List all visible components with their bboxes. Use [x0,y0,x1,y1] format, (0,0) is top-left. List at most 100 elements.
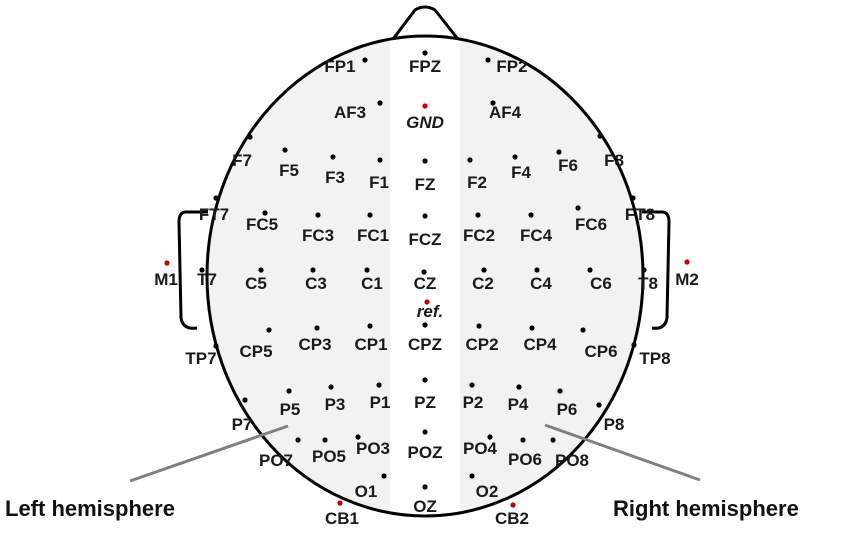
electrode-dot [534,267,540,273]
electrode-dot [597,133,603,139]
electrode-label: CB1 [325,509,359,528]
electrode-dot [467,157,473,163]
electrode-dot [362,57,368,63]
electrode-label: PO3 [356,439,390,458]
electrode-fp2: FP2 [485,57,528,76]
electrode-dot [529,325,535,331]
electrode-dot [367,212,373,218]
electrode-dot [476,323,482,329]
electrode-label: CPZ [408,335,442,354]
electrode-f2: F2 [467,157,487,192]
electrode-dot [422,50,428,56]
electrode-fc5: FC5 [246,210,278,234]
electrode-dot [337,500,343,506]
electrode-dot [421,269,427,275]
electrode-af4: AF4 [489,100,522,122]
electrode-label: POZ [408,443,443,462]
left-ear [177,210,208,330]
electrode-dot [469,382,475,388]
electrode-label: P6 [557,400,578,419]
electrode-dot [314,325,320,331]
electrode-cp2: CP2 [465,323,499,354]
electrode-label: CZ [414,274,437,293]
electrode-label: P8 [604,415,625,434]
electrode-dot [247,134,253,140]
electrode-f3: F3 [325,154,345,187]
electrode-fpz: FPZ [409,50,441,76]
electrode-dot [367,323,373,329]
electrode-fp1: FP1 [324,57,368,76]
electrode-c2: C2 [472,267,494,293]
left-hemisphere-pointer [129,424,289,483]
electrode-cz: CZ [414,269,437,293]
electrode-dot [556,149,562,155]
electrode-dot [485,57,491,63]
electrode-tp7: TP7 [185,343,219,368]
electrode-dot [376,382,382,388]
electrode-f6: F6 [556,149,578,175]
electrode-c6: C6 [587,267,612,293]
electrode-dot [512,154,518,160]
electrode-label: F1 [369,173,389,192]
electrode-label: CP2 [465,335,498,354]
electrode-label: T7 [197,270,217,289]
electrode-cp6: CP6 [580,327,618,361]
electrode-t8: T8 [638,267,658,293]
electrode-label: AF4 [489,103,522,122]
electrode-poz: POZ [408,429,443,462]
electrode-label: FC2 [463,226,495,245]
electrode-t7: T7 [197,267,217,289]
electrode-dot [510,502,516,508]
electrode-label: CP5 [239,342,272,361]
electrode-label: C1 [361,274,383,293]
electrode-dot [266,327,272,333]
electrode-dot [258,267,264,273]
electrode-label: PZ [414,393,436,412]
electrode-p8: P8 [596,402,624,434]
electrode-dot [641,267,647,273]
electrode-dot [550,437,556,443]
electrode-fc2: FC2 [463,212,495,245]
electrode-dot [310,267,316,273]
electrode-cp3: CP3 [298,325,332,354]
electrode-label: FPZ [409,57,441,76]
electrode-p5: P5 [280,388,300,419]
electrode-cp1: CP1 [354,323,388,354]
electrode-dot [422,429,428,435]
electrode-label: O2 [476,482,499,501]
electrode-po7: PO7 [259,437,301,470]
electrode-po3: PO3 [355,434,390,458]
electrode-f7: F7 [232,134,253,170]
right-hemisphere-label: Right hemisphere [613,496,799,521]
electrode-label: T8 [638,274,658,293]
electrode-label: CP1 [354,335,387,354]
electrode-f5: F5 [279,147,299,180]
electrode-po5: PO5 [312,437,346,466]
electrode-label: M1 [154,270,178,289]
electrode-label: FC6 [575,215,607,234]
electrode-label: PO8 [555,451,589,470]
electrode-ft8: FT8 [625,195,655,224]
electrode-m1: M1 [154,260,178,289]
electrode-label: FP1 [324,57,355,76]
electrode-label: C3 [305,274,327,293]
electrode-label: PO5 [312,447,346,466]
electrode-dot [490,100,496,106]
electrode-label: PO4 [463,439,498,458]
electrode-dot [199,267,205,273]
nose [388,5,463,44]
electrode-label: FC3 [302,226,334,245]
electrode-label: CB2 [495,509,529,528]
left-hemisphere-label: Left hemisphere [5,496,175,521]
electrode-label: C4 [530,274,552,293]
electrode-dot [422,377,428,383]
electrode-dot [381,473,387,479]
electrode-label: P2 [463,393,484,412]
electrode-label: FZ [415,175,436,194]
electrode-fcz: FCZ [408,213,442,249]
electrode-label: FC5 [246,215,278,234]
electrode-label: FCZ [408,230,441,249]
electrode-fc3: FC3 [302,212,334,245]
electrode-label: FC4 [520,226,553,245]
